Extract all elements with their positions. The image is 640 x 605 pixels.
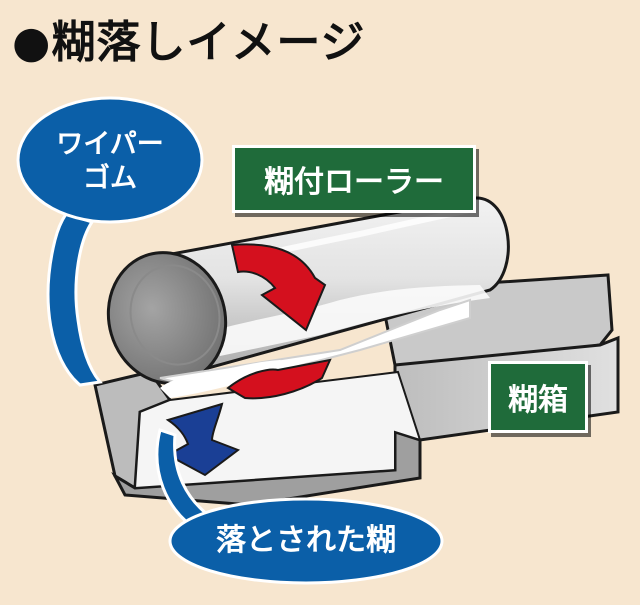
fallen-paste-label: 落とされた糊 (216, 523, 396, 558)
paste-roller (106, 196, 510, 385)
wiper-label-line2: ゴム (83, 163, 137, 194)
rotation-arrow-upper (230, 243, 327, 332)
wiper-label-line1: ワイパー (56, 129, 164, 160)
roller-label: 糊付ローラー (232, 145, 476, 213)
wiper-callout (16, 96, 204, 387)
falling-paste-arrow (165, 402, 241, 477)
page-title: ●糊落しイメージ (12, 17, 366, 68)
wiper-label: ワイパー ゴム (30, 128, 190, 196)
rotation-arrow-lower (226, 358, 332, 400)
paste-box-label: 糊箱 (488, 361, 588, 433)
fallen-paste-callout (155, 428, 444, 585)
